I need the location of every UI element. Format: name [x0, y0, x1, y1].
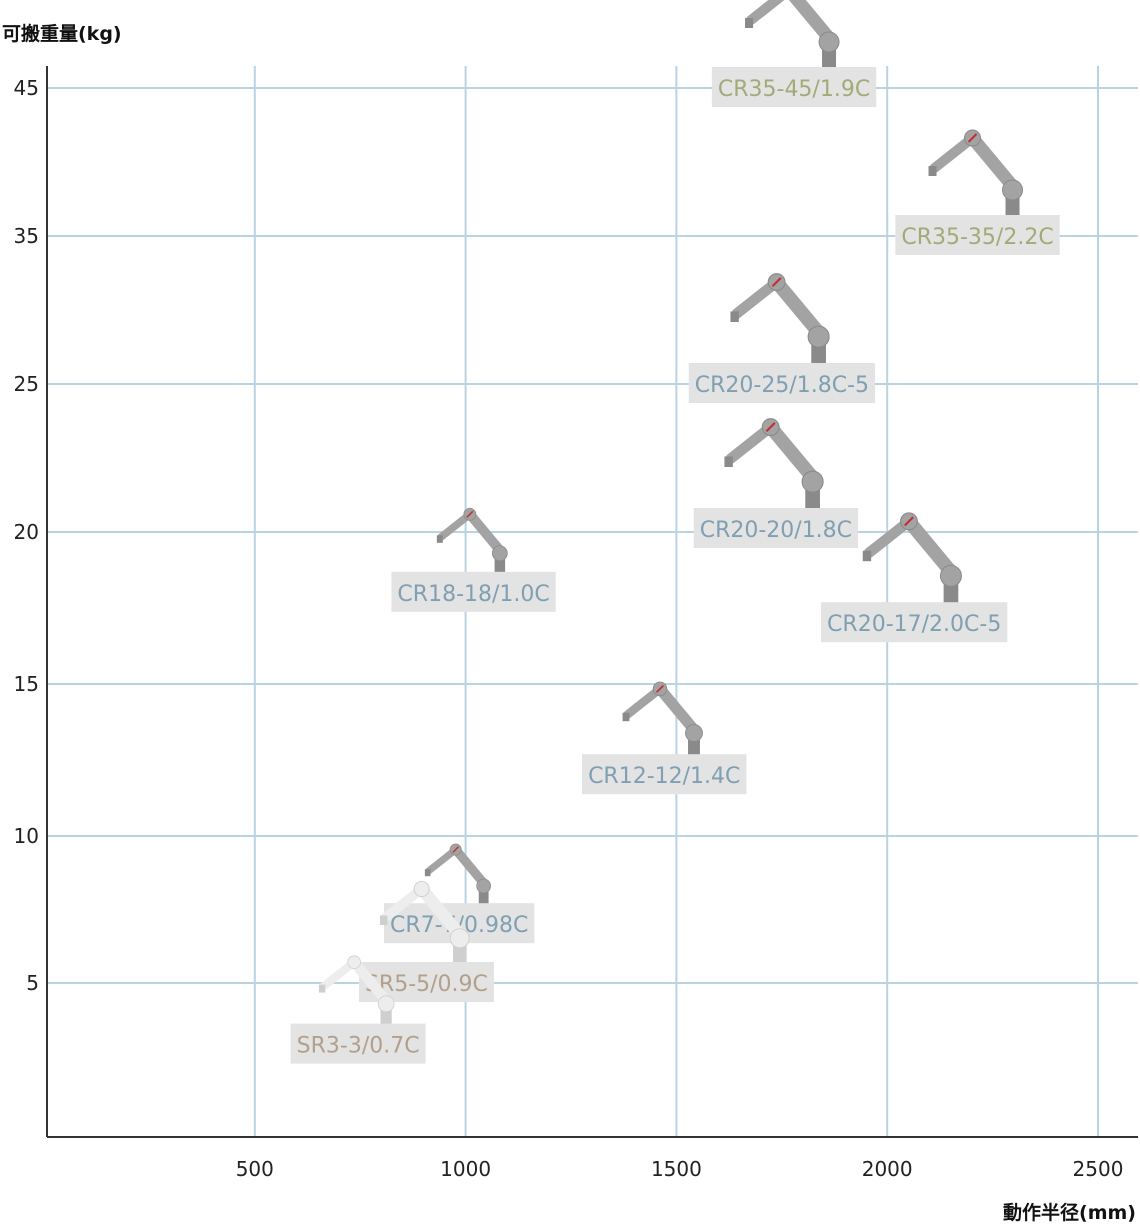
robot-arm-icon — [745, 0, 840, 68]
x-tick-label: 500 — [236, 1157, 274, 1181]
point-label: CR20-17/2.0C-5 — [827, 612, 1001, 637]
x-tick-label: 2500 — [1073, 1157, 1124, 1181]
y-tick-label: 15 — [14, 672, 39, 696]
point-label-bg — [290, 1023, 426, 1064]
y-tick-label: 25 — [14, 372, 39, 396]
y-tick-label: 10 — [14, 824, 39, 848]
robot-arm-icon — [724, 418, 824, 509]
point-label: CR12-12/1.4C — [588, 764, 740, 789]
grid — [47, 66, 1138, 1137]
data-point: CR20-25/1.8C-5 — [688, 273, 876, 403]
point-label: CR35-45/1.9C — [718, 77, 870, 102]
axes: 可搬重量(kg) 動作半径(mm) — [2, 22, 1138, 1224]
point-label: CR20-20/1.8C — [700, 518, 852, 543]
data-point: SR3-3/0.7C — [290, 955, 426, 1064]
x-tick-label: 1500 — [651, 1157, 702, 1181]
x-tick-label: 2000 — [862, 1157, 913, 1181]
y-tick-label: 20 — [14, 520, 39, 544]
point-label-bg — [711, 67, 877, 107]
data-point: CR35-35/2.2C — [895, 129, 1060, 255]
data-point: CR20-20/1.8C — [693, 418, 859, 548]
point-label: SR3-3/0.7C — [297, 1034, 420, 1059]
point-label-bg — [688, 363, 876, 403]
robot-arm-icon — [318, 955, 395, 1025]
robot-arm-icon — [730, 273, 830, 364]
robot-arm-icon — [379, 880, 470, 963]
data-point: CR20-17/2.0C-5 — [821, 512, 1008, 643]
data-points: CR35-45/1.9C CR35-35/2.2C CR20-25/1.8C-5CR… — [290, 0, 1060, 1064]
x-tick-label: 1000 — [440, 1157, 491, 1181]
point-label-bg — [693, 508, 859, 548]
y-tick-label: 35 — [14, 224, 39, 248]
data-point: CR18-18/1.0C — [391, 507, 556, 612]
data-point: CR12-12/1.4C — [582, 681, 747, 795]
tick-labels: 500 1000 1500 2000 2500 5 10 15 20 25 35 45 — [14, 76, 1124, 1181]
data-point: CR35-45/1.9C — [711, 0, 877, 107]
point-label-bg — [391, 571, 556, 612]
point-label-bg — [895, 215, 1060, 255]
point-label-bg — [821, 602, 1008, 643]
point-label-bg — [582, 754, 747, 795]
y-axis-title: 可搬重量(kg) — [2, 22, 122, 45]
robot-arm-icon — [424, 843, 492, 905]
point-label: CR18-18/1.0C — [397, 582, 549, 607]
point-label: CR35-35/2.2C — [901, 225, 1053, 250]
robot-arm-icon — [436, 507, 508, 573]
y-tick-label: 5 — [26, 971, 39, 995]
robot-arm-icon — [622, 681, 703, 756]
point-label: CR20-25/1.8C-5 — [695, 373, 869, 398]
robot-arm-icon — [928, 129, 1024, 216]
y-tick-label: 45 — [14, 76, 39, 100]
x-axis-title: 動作半径(mm) — [1003, 1201, 1136, 1224]
robot-arm-icon — [862, 512, 962, 604]
